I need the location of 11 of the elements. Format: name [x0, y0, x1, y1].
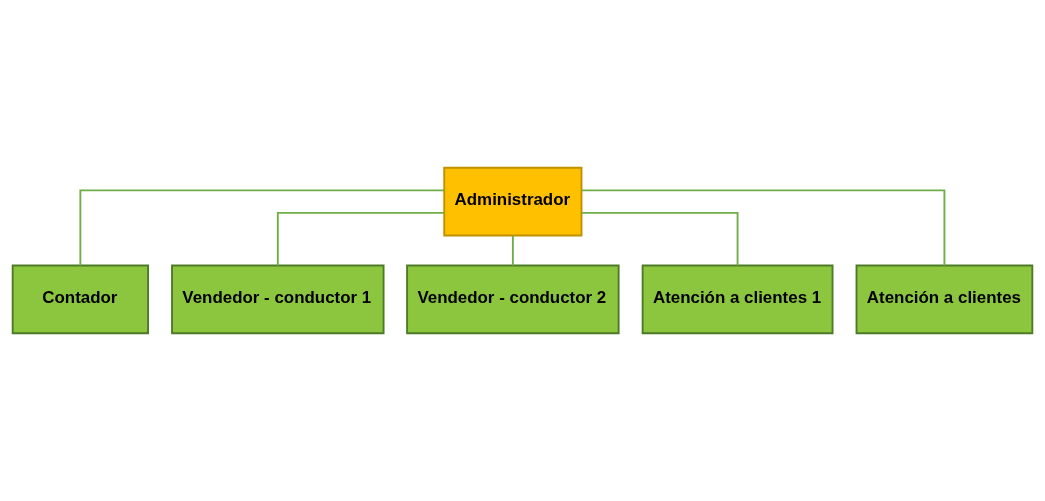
node-box: Vendedor - conductor 2 — [406, 264, 620, 335]
node-box: Atención a clientes 1 — [641, 264, 834, 335]
connector — [276, 211, 445, 267]
connector — [580, 211, 739, 267]
node-box: Vendedor - conductor 1 — [171, 264, 385, 335]
connector — [79, 189, 446, 267]
node-box: Atención a clientes — [855, 264, 1034, 335]
node-box: Contador — [11, 264, 149, 335]
connector — [511, 234, 514, 267]
connector — [580, 189, 946, 267]
node-box: Administrador — [443, 166, 583, 237]
